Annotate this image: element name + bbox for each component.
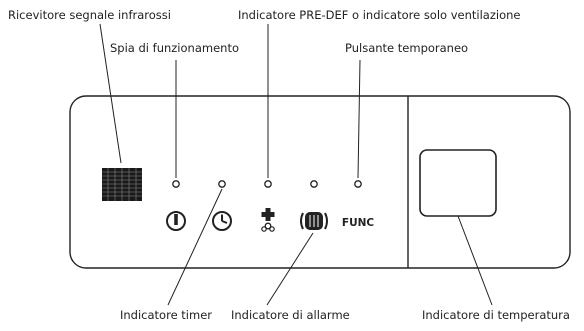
leader-timer: [167, 188, 223, 306]
leader-ir-receiver: [99, 23, 122, 164]
control-panel: [69, 95, 571, 269]
label-alarm-indicator: Indicatore di allarme: [231, 308, 350, 322]
func-button-label: FUNC: [342, 217, 374, 229]
label-timer-indicator: Indicatore timer: [120, 308, 213, 322]
temp-button-led: [354, 180, 362, 188]
alarm-icon: [300, 212, 328, 230]
fan-plus-icon: [261, 208, 275, 232]
leader-temp-indicator: [457, 215, 493, 306]
ir-receiver-window: [102, 168, 142, 201]
timer-led: [218, 180, 226, 188]
label-operation-lamp: Spia di funzionamento: [110, 41, 239, 55]
leader-temp-button: [357, 59, 361, 179]
label-ir-receiver: Ricevitore segnale infrarossi: [8, 8, 171, 22]
temperature-display: [419, 149, 497, 217]
clock-icon: [212, 211, 232, 231]
alarm-led: [310, 180, 318, 188]
operation-led: [172, 180, 180, 188]
predef-led: [264, 180, 272, 188]
leader-alarm: [266, 232, 314, 306]
label-predef-indicator: Indicatore PRE-DEF o indicatore solo ven…: [238, 8, 521, 22]
power-icon: [166, 211, 186, 231]
label-temp-button: Pulsante temporaneo: [345, 41, 469, 55]
label-temp-indicator: Indicatore di temperatura: [422, 308, 570, 322]
